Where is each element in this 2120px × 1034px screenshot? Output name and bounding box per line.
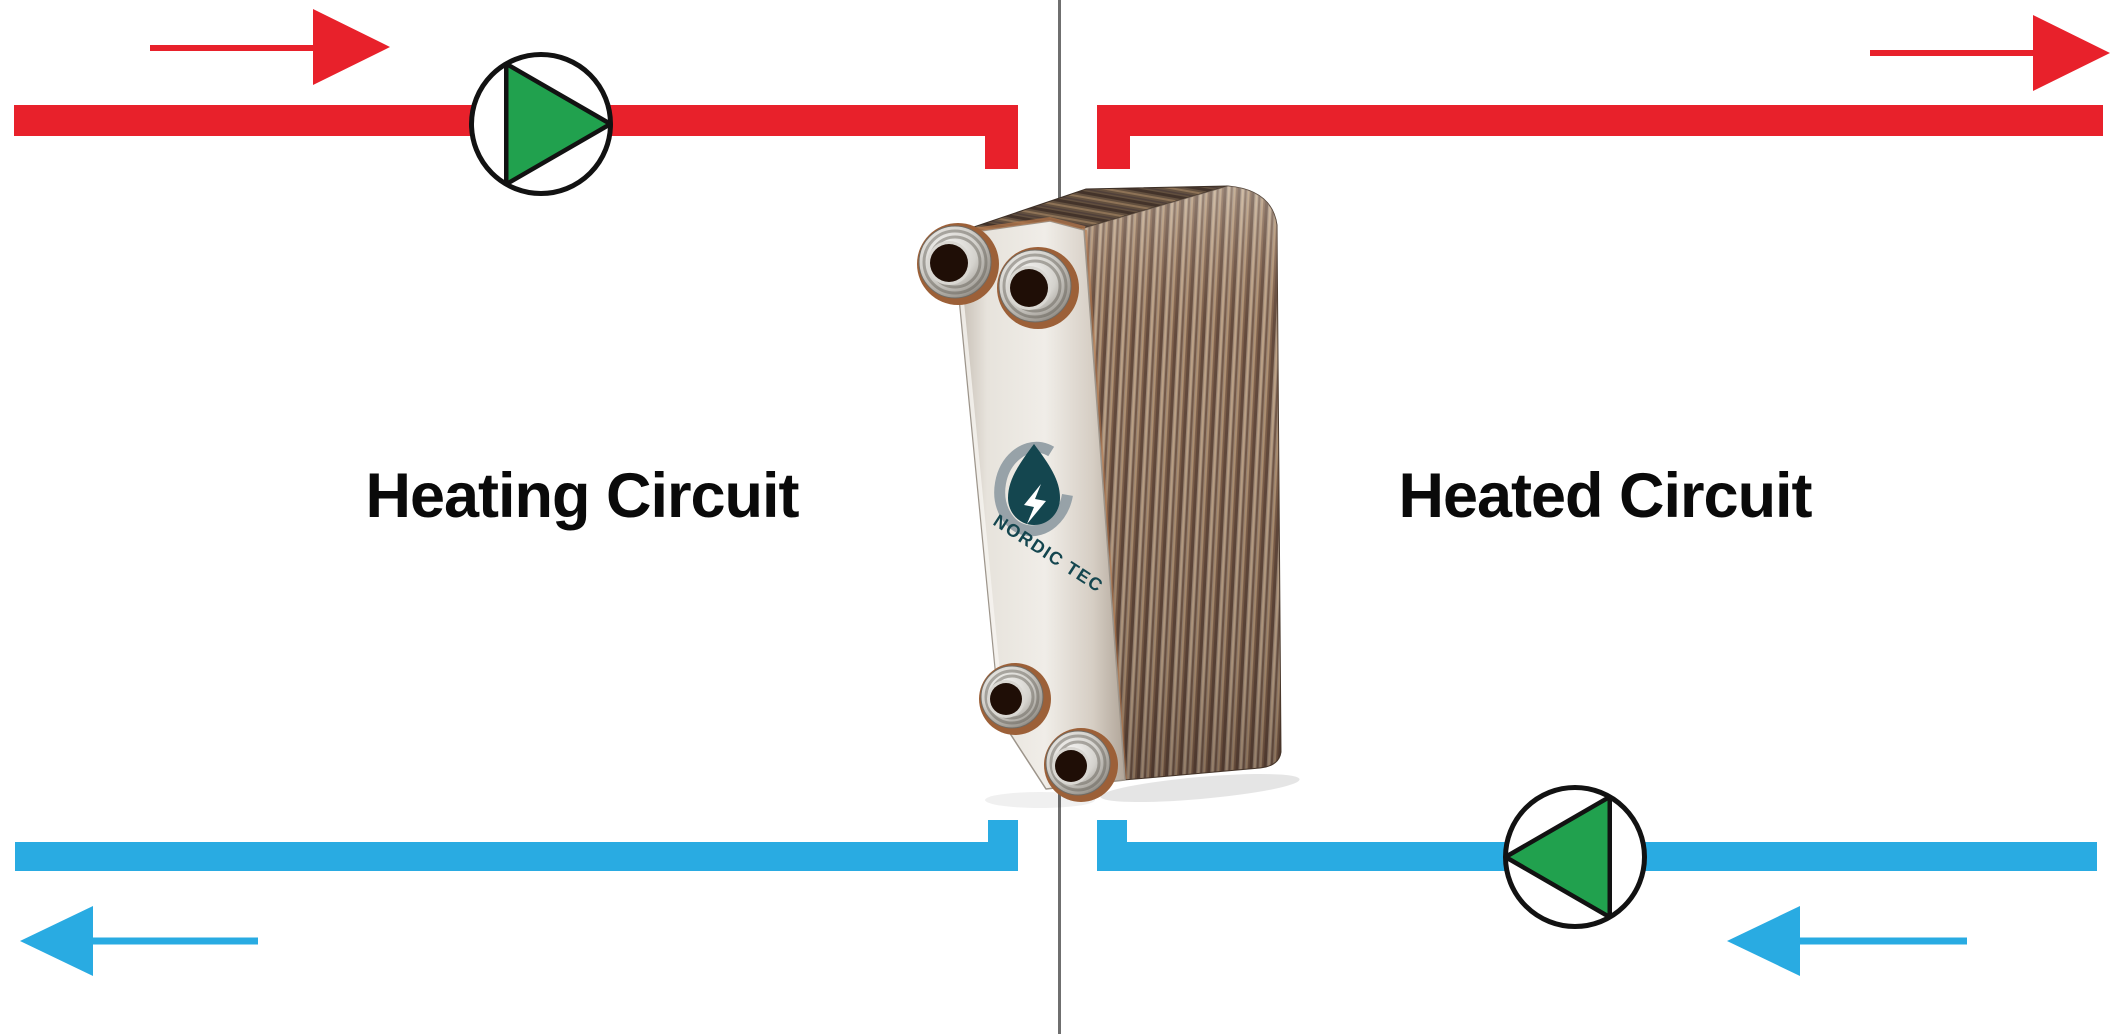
arrow-shaft [1870, 50, 2042, 56]
cold-pipe-right-elbow [1097, 820, 1127, 842]
cold-pipe-left [15, 842, 1018, 871]
front-plate-top-seam [952, 216, 1086, 235]
arrow-shaft [150, 45, 322, 51]
logo-lightning-bolt-icon [1024, 484, 1046, 524]
pump-impeller [1503, 794, 1612, 920]
arrow-head [2033, 15, 2110, 91]
heated-circuit-label: Heated Circuit [1398, 461, 1812, 531]
threaded-port-bottom-inner [1044, 728, 1118, 802]
threaded-port-top-outer [917, 223, 999, 305]
arrow-head [20, 906, 93, 976]
hot-pipe-right-elbow [1097, 136, 1130, 169]
heating-circuit-label: Heating Circuit [365, 461, 799, 531]
pump-impeller [504, 61, 613, 187]
hot-flow-arrow-right-icon [1870, 15, 2110, 91]
stack-side-shading [1084, 186, 1281, 780]
hot-pipe-left-elbow [985, 136, 1018, 169]
plate-heat-exchanger: NORDIC TEC [917, 185, 1300, 808]
arrow-shaft [93, 937, 258, 945]
arrow-head [313, 9, 390, 85]
cold-flow-arrow-right-icon [1727, 906, 1967, 976]
pump-icon-heated-circuit [1503, 785, 1647, 929]
cold-pipe-left-elbow [988, 820, 1018, 842]
cold-flow-arrow-left-icon [20, 906, 258, 976]
threaded-port-top-inner [997, 247, 1079, 329]
hot-pipe-right [1097, 105, 2103, 136]
arrow-head [1727, 906, 1800, 976]
logo-swoosh-ring [994, 441, 1074, 537]
device-shadow [1100, 773, 1300, 803]
logo-water-drop [1008, 444, 1060, 525]
front-plate-left-highlight [954, 239, 1004, 715]
hot-flow-arrow-left-icon [150, 9, 390, 85]
pump-icon-heating-circuit [469, 52, 613, 196]
threaded-port-bottom-outer [979, 663, 1051, 735]
arrow-shaft [1800, 937, 1967, 945]
